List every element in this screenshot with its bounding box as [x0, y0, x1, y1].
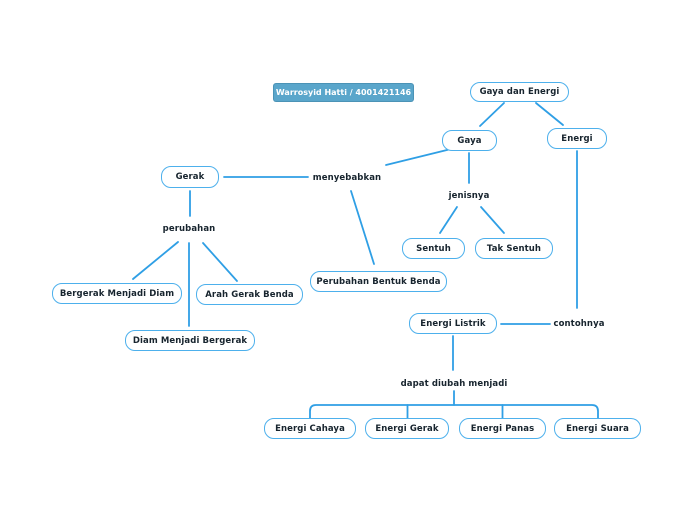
node-sentuh[interactable]: Sentuh	[402, 238, 465, 259]
author-badge[interactable]: Warrosyid Hatti / 4001421146	[273, 83, 414, 102]
edge-perubahan-bergerak-menjadi-diam	[132, 241, 179, 280]
node-perubahan-bentuk-benda[interactable]: Perubahan Bentuk Benda	[310, 271, 447, 292]
node-gaya[interactable]: Gaya	[442, 130, 497, 151]
edge-gaya-menyebabkan	[385, 148, 452, 166]
edge-gaya-dan-energi-energi	[535, 102, 564, 126]
edge-dapat-diubah-bus	[309, 404, 599, 419]
edge-perubahan-arah-gerak-benda	[202, 242, 238, 282]
label-jenisnya[interactable]: jenisnya	[446, 191, 492, 201]
node-tak-sentuh[interactable]: Tak Sentuh	[475, 238, 553, 259]
node-energi[interactable]: Energi	[547, 128, 607, 149]
label-perubahan[interactable]: perubahan	[160, 224, 218, 234]
node-energi-listrik[interactable]: Energi Listrik	[409, 313, 497, 334]
edge-menyebabkan-perubahan-bentuk-benda	[350, 190, 375, 265]
edge-gaya-dan-energi-gaya	[479, 102, 505, 127]
node-gaya-dan-energi[interactable]: Gaya dan Energi	[470, 82, 569, 102]
node-energi-panas[interactable]: Energi Panas	[459, 418, 546, 439]
label-dapat-diubah-menjadi[interactable]: dapat diubah menjadi	[398, 379, 510, 389]
node-arah-gerak-benda[interactable]: Arah Gerak Benda	[196, 284, 303, 305]
label-contohnya[interactable]: contohnya	[551, 319, 607, 329]
node-energi-cahaya[interactable]: Energi Cahaya	[264, 418, 356, 439]
edge-jenisnya-sentuh	[439, 206, 458, 234]
node-bergerak-menjadi-diam[interactable]: Bergerak Menjadi Diam	[52, 283, 182, 304]
node-energi-suara[interactable]: Energi Suara	[554, 418, 641, 439]
node-energi-gerak[interactable]: Energi Gerak	[365, 418, 449, 439]
label-menyebabkan[interactable]: menyebabkan	[310, 173, 384, 183]
node-diam-menjadi-bergerak[interactable]: Diam Menjadi Bergerak	[125, 330, 255, 351]
edge-jenisnya-tak-sentuh	[480, 206, 505, 234]
node-gerak[interactable]: Gerak	[161, 166, 219, 188]
